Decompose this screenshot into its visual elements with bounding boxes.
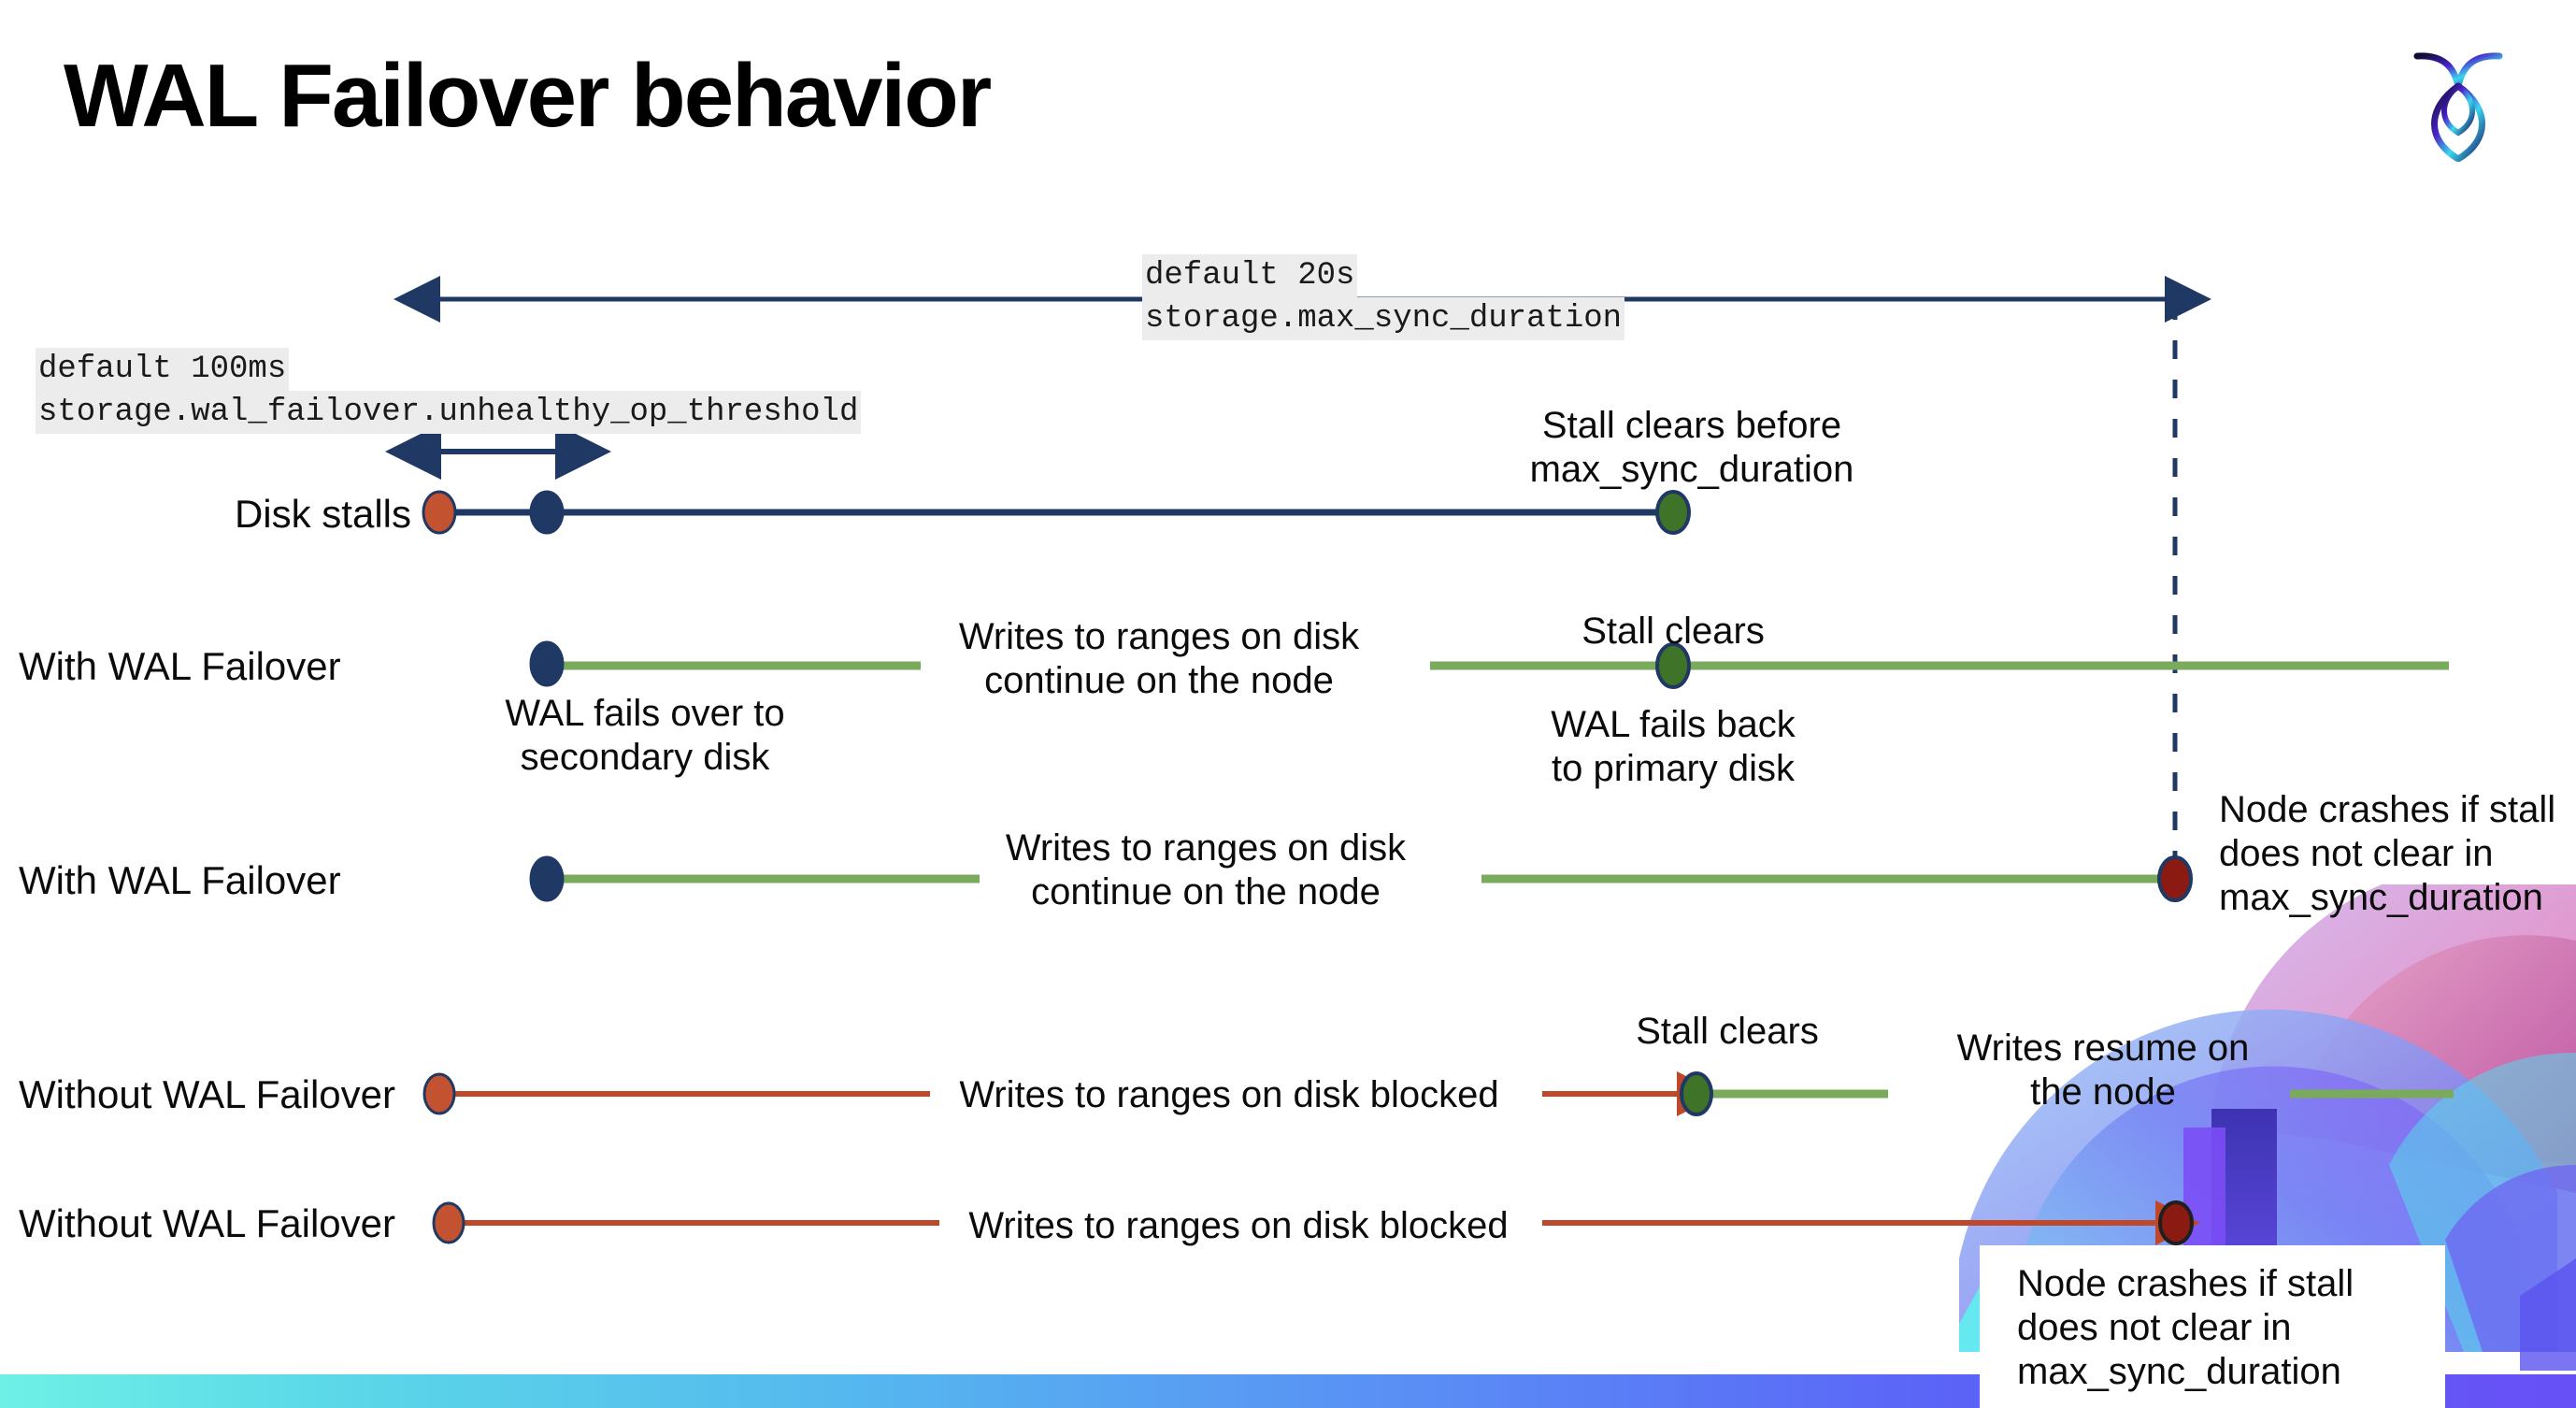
- annotation-wal-fails-over: WAL fails over to secondary disk: [505, 693, 785, 778]
- cockroach-labs-logo-icon: [2413, 52, 2503, 162]
- max-sync-duration-setting-label: default 20s storage.max_sync_duration: [1142, 254, 1625, 340]
- annotation-writes-resume: Writes resume on the node: [1956, 1027, 2250, 1113]
- marker-stall-clears: [1655, 642, 1691, 689]
- timeline-row-with-wal-failover-crash: [529, 855, 2193, 902]
- row-label-without-wal-failover-crash: Without WAL Failover: [19, 1201, 395, 1245]
- marker-stall-clears: [1680, 1071, 1713, 1116]
- annotation-stall-clears-row2: Stall clears: [1581, 611, 1765, 652]
- marker-wal-fails-over: [529, 855, 565, 902]
- annotation-wal-fails-back: WAL fails back to primary disk: [1551, 704, 1796, 789]
- annotation-node-crashes-row5: Node crashes if stall does not clear in …: [2017, 1263, 2354, 1392]
- annotation-node-crashes-row3: Node crashes if stall does not clear in …: [2219, 789, 2556, 918]
- timeline-row-disk-stalls: [422, 490, 1691, 535]
- row-label-with-wal-failover-clears: With WAL Failover: [19, 644, 341, 688]
- unhealthy-op-threshold-name: storage.wal_failover.unhealthy_op_thresh…: [36, 391, 862, 434]
- marker-node-crash: [2157, 855, 2193, 902]
- timeline-row-without-wal-failover-crash: [432, 1200, 2200, 1245]
- annotation-writes-continue-row3: Writes to ranges on disk continue on the…: [1005, 827, 1407, 912]
- marker-stall-start: [422, 490, 457, 535]
- timeline-row-with-wal-failover-clears: [529, 640, 2449, 689]
- annotation-writes-continue-row2: Writes to ranges on disk continue on the…: [958, 616, 1360, 701]
- marker-stall-clears: [1655, 490, 1691, 535]
- annotation-stall-clears-row4: Stall clears: [1636, 1011, 1819, 1052]
- node-crash-callout-card: Node crashes if stall does not clear in …: [1980, 1245, 2445, 1408]
- annotation-writes-blocked-row5: Writes to ranges on disk blocked: [968, 1205, 1509, 1246]
- row-label-with-wal-failover-crash: With WAL Failover: [19, 858, 341, 902]
- unhealthy-op-threshold-setting-label: default 100ms storage.wal_failover.unhea…: [36, 348, 862, 434]
- max-sync-duration-default: default 20s: [1142, 254, 1358, 297]
- marker-wal-fails-over: [529, 640, 565, 687]
- max-sync-duration-name: storage.max_sync_duration: [1142, 297, 1625, 340]
- timeline-row-without-wal-failover-clears: [422, 1071, 2454, 1116]
- unhealthy-op-threshold-default: default 100ms: [36, 348, 290, 391]
- page-title: WAL Failover behavior: [64, 46, 992, 146]
- row-label-without-wal-failover-clears: Without WAL Failover: [19, 1072, 395, 1116]
- marker-stall-start: [422, 1072, 456, 1115]
- annotation-writes-blocked-row4: Writes to ranges on disk blocked: [959, 1074, 1499, 1115]
- annotation-stall-clears-before-max-sync: Stall clears before max_sync_duration: [1529, 405, 1854, 490]
- marker-node-crash: [2158, 1200, 2194, 1245]
- marker-stall-start: [432, 1201, 465, 1244]
- marker-threshold-exceeded: [529, 490, 565, 535]
- row-label-disk-stalls: Disk stalls: [234, 492, 411, 536]
